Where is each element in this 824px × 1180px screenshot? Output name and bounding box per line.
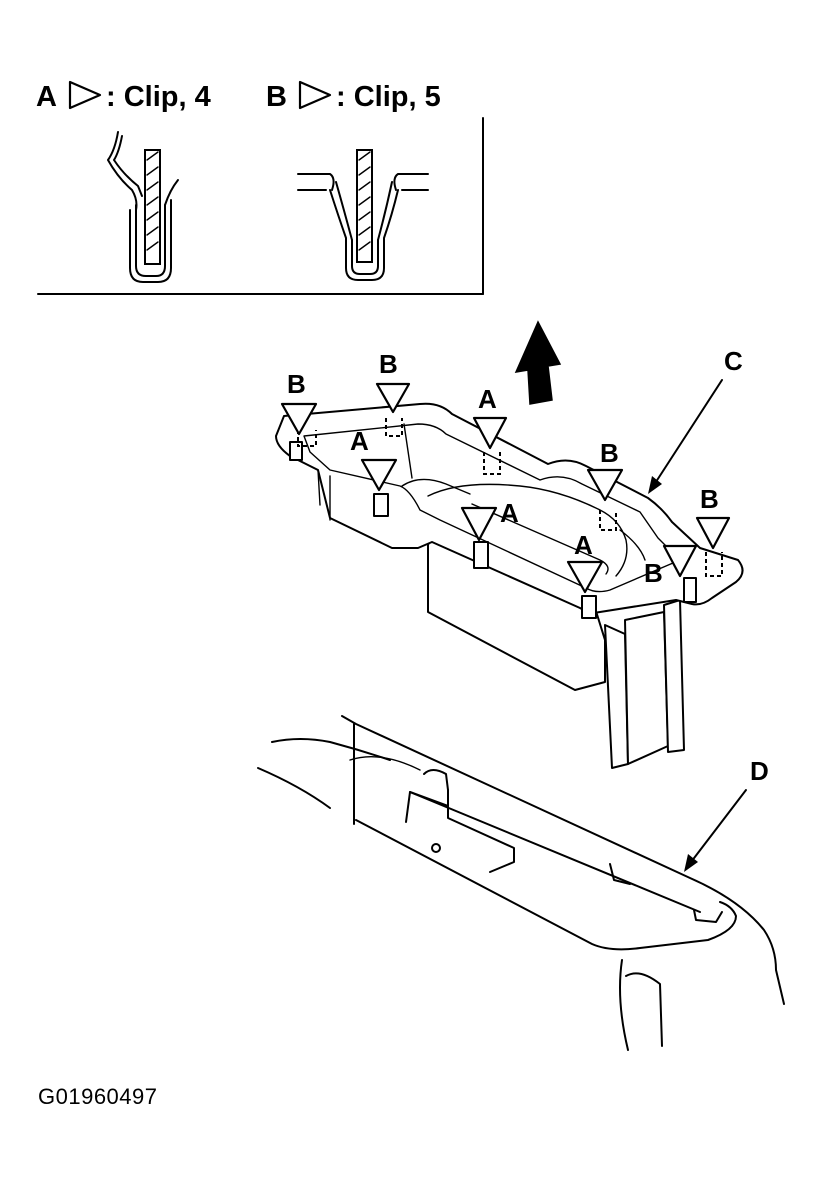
- clip-b-marker-icon: [375, 382, 411, 414]
- part-c-label: C: [724, 346, 743, 376]
- part-c-flange: [275, 402, 744, 614]
- clip-a-marker-icon: [460, 506, 498, 542]
- figure-id: G01960497: [38, 1084, 158, 1109]
- clip-a-label: A: [350, 426, 369, 456]
- clip-a-label: A: [478, 384, 497, 414]
- clip-b-label: B: [379, 349, 398, 379]
- clip-a-marker-icon: [472, 416, 508, 450]
- clip-b-label: B: [600, 438, 619, 468]
- clip-b-label: B: [644, 558, 663, 588]
- part-c-leg-side: [624, 611, 669, 765]
- clip-b-marker-icon: [662, 544, 698, 578]
- clip-b-marker-icon: [586, 468, 624, 502]
- clip-b-marker-icon: [695, 516, 731, 550]
- clip-a-label: A: [500, 498, 519, 528]
- clip-markers: B B A A A B A B B: [280, 349, 731, 594]
- removal-direction-arrow-icon: [514, 320, 562, 405]
- clip-a-cross-section: [107, 131, 179, 283]
- legend-a-text: : Clip, 4: [106, 81, 211, 113]
- clip-b-label: B: [700, 484, 719, 514]
- legend-b-text: : Clip, 5: [336, 81, 441, 113]
- clip-legend: A : Clip, 4 B : Clip, 5: [36, 80, 484, 295]
- legend-a-letter: A: [36, 81, 57, 113]
- part-c-leader: C: [648, 346, 743, 494]
- legend-b-marker-icon: [298, 80, 332, 110]
- part-c-panel: [275, 402, 744, 769]
- clip-a-label: A: [574, 530, 593, 560]
- clip-a-marker-icon: [566, 560, 604, 594]
- part-d-label: D: [750, 756, 769, 786]
- clip-a-marker-icon: [360, 458, 398, 492]
- clip-b-label: B: [287, 369, 306, 399]
- clip-b-marker-icon: [280, 402, 318, 436]
- part-c-leg-right: [663, 599, 685, 753]
- legend-a-marker-icon: [68, 80, 102, 110]
- part-c-leg-front: [604, 624, 629, 769]
- legend-b-letter: B: [266, 81, 287, 113]
- clip-b-cross-section: [297, 149, 429, 281]
- part-d-console: [257, 715, 785, 1051]
- part-d-leader: D: [684, 756, 769, 872]
